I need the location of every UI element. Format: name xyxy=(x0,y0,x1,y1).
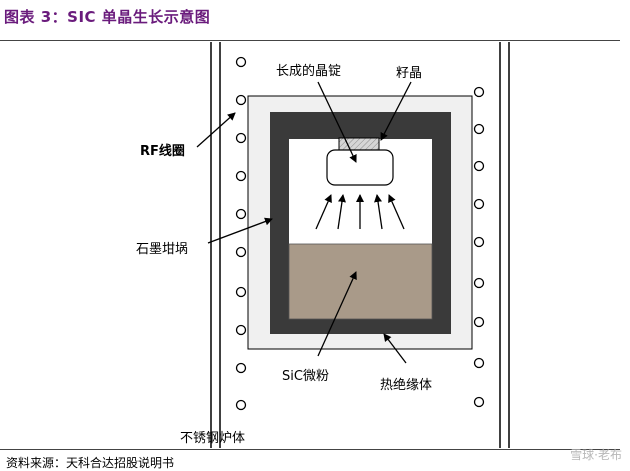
rf-coil-right xyxy=(473,86,485,408)
vapor-arrows xyxy=(315,194,405,230)
insulation-label: 热绝缘体 xyxy=(380,378,433,393)
grown-ingot xyxy=(326,149,394,186)
sic-powder-label: SiC微粉 xyxy=(282,369,329,384)
leader-arrows xyxy=(196,81,412,364)
rf-coil-left xyxy=(235,56,247,411)
source-note: 资料来源：天科合达招股说明书 xyxy=(6,456,175,470)
top-rule xyxy=(0,40,620,41)
furnace-walls xyxy=(210,42,510,448)
stainless-furnace-label: 不锈钢炉体 xyxy=(180,431,246,446)
figure-title: 图表 3：SIC 单晶生长示意图 xyxy=(4,8,211,26)
seed-crystal-label: 籽晶 xyxy=(396,66,423,81)
watermark: 雪球·老布 xyxy=(570,448,622,462)
rf-coil-label: RF线圈 xyxy=(140,144,185,159)
grown-crystal-label: 长成的晶锭 xyxy=(276,64,342,79)
sic-powder-bed xyxy=(288,243,433,320)
graphite-crucible-label: 石墨坩埚 xyxy=(136,242,189,257)
bottom-rule xyxy=(0,449,620,450)
